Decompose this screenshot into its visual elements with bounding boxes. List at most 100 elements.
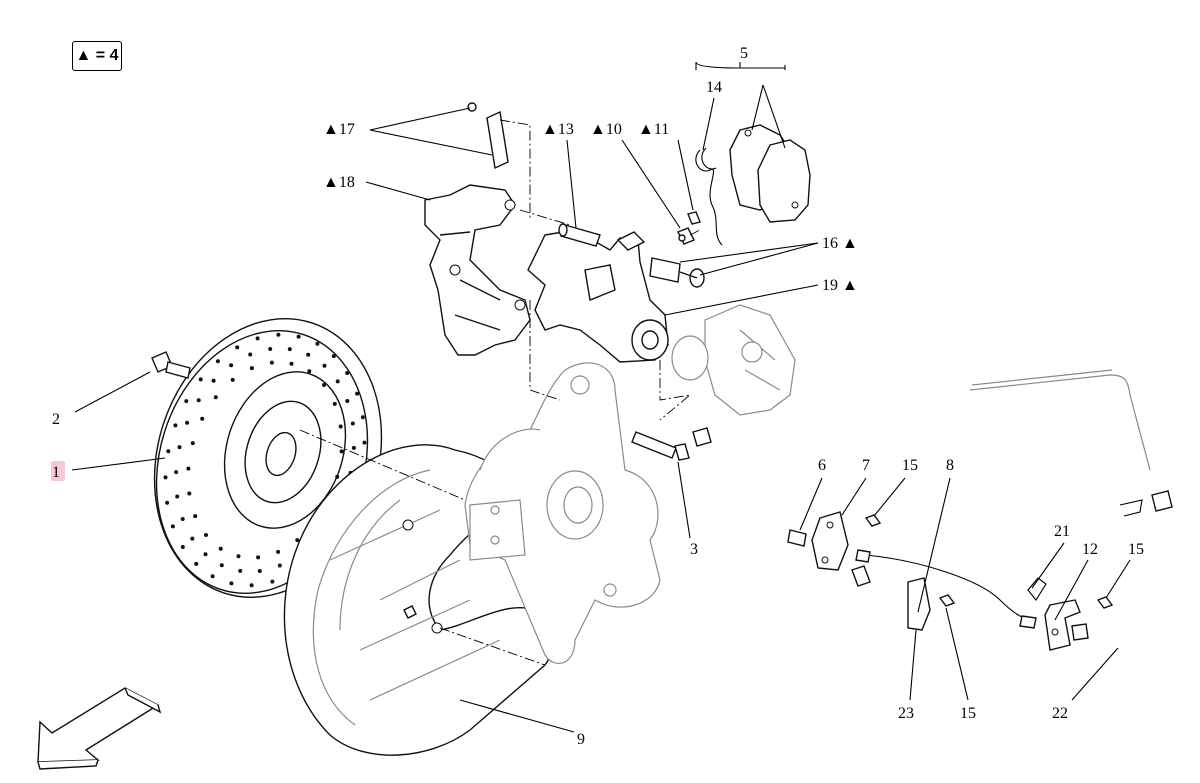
- callout-11: ▲11: [638, 121, 669, 138]
- callout-14: 14: [706, 79, 722, 96]
- disc-hole: [204, 533, 208, 537]
- disc-hole: [277, 563, 282, 568]
- disc-hole: [166, 449, 171, 454]
- disc-hole: [332, 401, 337, 406]
- leader-lines: [71, 61, 1131, 733]
- disc-hole: [203, 552, 208, 557]
- wheel-bolt[interactable]: [151, 351, 191, 379]
- disc-hole: [331, 354, 336, 359]
- disc-hole: [187, 491, 192, 496]
- disc-hole: [194, 561, 199, 566]
- disc-hole: [198, 377, 203, 382]
- disc-hole: [180, 545, 185, 549]
- bleed-screw-cap[interactable]: [687, 211, 701, 225]
- brake-pads[interactable]: [729, 124, 811, 223]
- disc-hole: [184, 399, 189, 404]
- disc-hole: [345, 399, 350, 403]
- brake-pipe[interactable]: [855, 549, 1037, 629]
- parking-brake-actuator: [671, 304, 796, 416]
- hose-bracket[interactable]: [811, 511, 871, 587]
- callout-15c: 15: [1128, 541, 1144, 558]
- disc-hole: [249, 583, 254, 588]
- callout-9: 9: [577, 731, 585, 748]
- caliper-bolt[interactable]: [631, 431, 690, 461]
- callout-22: 22: [1052, 705, 1068, 722]
- disc-hole: [196, 398, 201, 403]
- disc-hole: [338, 424, 343, 429]
- disc-hole: [322, 363, 327, 368]
- callout-17: ▲17: [323, 121, 355, 138]
- disc-hole: [296, 334, 301, 339]
- parking-brake-cable[interactable]: [969, 369, 1173, 641]
- disc-hole: [177, 445, 182, 450]
- callout-6: 6: [818, 457, 826, 474]
- disc-hole: [276, 332, 281, 337]
- pad-retaining-clip[interactable]: [467, 102, 509, 170]
- callout-12: 12: [1082, 541, 1098, 558]
- front-direction-arrow-icon: [37, 687, 162, 770]
- disc-hole: [335, 379, 340, 384]
- disc-hole: [219, 563, 224, 568]
- guide-bushing[interactable]: [649, 257, 705, 288]
- disc-hole: [190, 536, 195, 541]
- disc-hole: [235, 345, 240, 350]
- disc-hole: [190, 441, 195, 446]
- caliper-bracket[interactable]: [424, 184, 531, 356]
- brake-hose[interactable]: [692, 427, 807, 547]
- assembly-center-lines: [299, 119, 701, 666]
- disc-hole: [236, 554, 241, 559]
- hose-bracket-rear[interactable]: [1044, 599, 1081, 651]
- retaining-clip[interactable]: [1027, 577, 1047, 601]
- disc-hole: [289, 361, 294, 366]
- disc-hole: [360, 415, 365, 420]
- disc-hole: [186, 466, 191, 471]
- disc-hole: [174, 470, 179, 475]
- disc-hole: [335, 474, 340, 479]
- nut[interactable]: [864, 514, 882, 527]
- disc-hole: [362, 440, 367, 445]
- disc-hole: [339, 449, 344, 454]
- guide-pin[interactable]: [558, 223, 601, 247]
- callout-21: 21: [1054, 523, 1070, 540]
- disc-hole: [249, 366, 254, 371]
- disc-hole: [345, 371, 350, 375]
- disc-hole: [270, 579, 275, 584]
- disc-hole: [307, 369, 312, 374]
- disc-hole: [185, 420, 190, 425]
- brake-caliper[interactable]: [527, 229, 669, 363]
- bleed-screw[interactable]: [677, 227, 695, 245]
- disc-hole: [165, 500, 170, 505]
- disc-hole: [180, 517, 185, 521]
- callout-15b: 15: [960, 705, 976, 722]
- nut[interactable]: [938, 594, 956, 607]
- callout-19: 19 ▲: [822, 277, 858, 294]
- disc-hole: [213, 395, 218, 400]
- callout-1-highlight: [51, 461, 65, 481]
- hub-carrier: [464, 362, 661, 665]
- callout-23: 23: [898, 705, 914, 722]
- disc-hole: [306, 352, 311, 357]
- disc-hole: [175, 494, 180, 499]
- pipe-clip[interactable]: [907, 577, 931, 631]
- callout-1: 1: [52, 464, 60, 481]
- pad-wear-sensor-spring[interactable]: [695, 147, 723, 246]
- disc-hole: [211, 378, 216, 383]
- legend-box: ▲ = 4: [72, 41, 122, 71]
- callout-15a: 15: [902, 457, 918, 474]
- disc-hole: [173, 423, 178, 428]
- nut[interactable]: [1096, 596, 1114, 609]
- disc-hole: [163, 475, 168, 480]
- disc-hole: [256, 555, 261, 560]
- disc-hole: [229, 363, 234, 368]
- callout-2: 2: [52, 411, 60, 428]
- callout-5: 5: [740, 45, 748, 62]
- disc-hole: [269, 360, 274, 365]
- callout-13: ▲13: [542, 121, 574, 138]
- disc-hole: [193, 514, 198, 519]
- disc-hole: [257, 569, 262, 573]
- callout-18: ▲18: [323, 174, 355, 191]
- disc-hole: [215, 359, 220, 364]
- disc-hole: [210, 574, 215, 579]
- callout-7: 7: [862, 457, 870, 474]
- callout-8: 8: [946, 457, 954, 474]
